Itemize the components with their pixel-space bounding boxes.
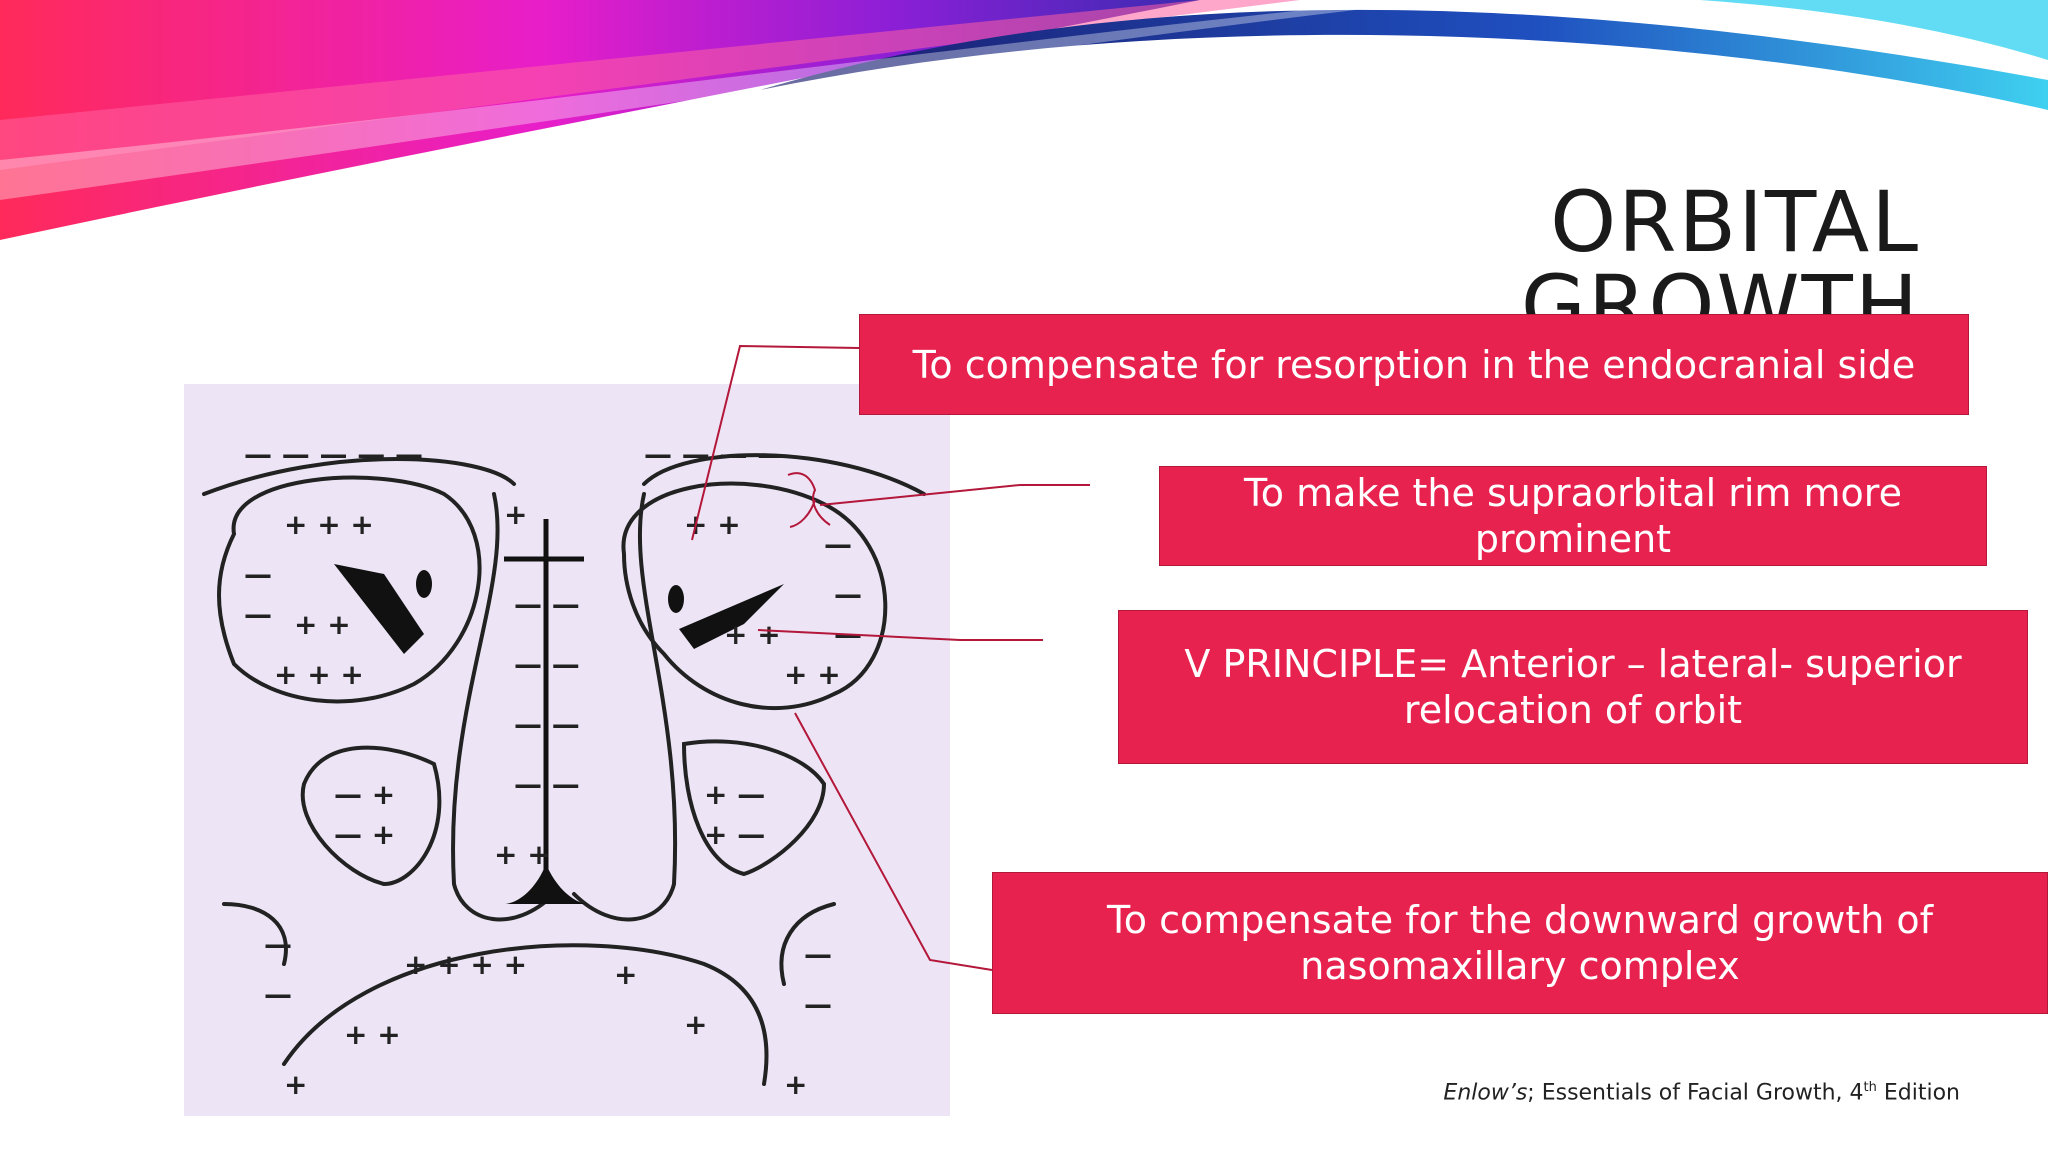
svg-text:+ +: + +	[784, 658, 841, 691]
svg-text:—: —	[804, 938, 832, 971]
orbital-growth-diagram: — — — — — — — — — + + + + + + + + — — + …	[184, 384, 950, 1116]
svg-text:+: +	[614, 958, 637, 991]
svg-text:+ —: + —	[704, 778, 765, 811]
callout-v-principle: V PRINCIPLE= Anterior – lateral- superio…	[1118, 610, 2028, 764]
svg-text:— —: — —	[514, 588, 580, 621]
svg-text:— —: — —	[514, 768, 580, 801]
svg-text:—: —	[804, 988, 832, 1021]
svg-text:+ +: + +	[684, 508, 741, 541]
svg-text:+ + + +: + + + +	[404, 948, 527, 981]
svg-text:+: +	[284, 1068, 307, 1101]
svg-text:—: —	[264, 928, 292, 961]
svg-text:+ +: + +	[294, 608, 351, 641]
svg-text:—: —	[834, 618, 862, 651]
svg-text:+: +	[684, 1008, 707, 1041]
svg-text:+ +: + +	[494, 838, 551, 871]
svg-text:+: +	[784, 1068, 807, 1101]
svg-text:—: —	[244, 598, 272, 631]
svg-text:+ + +: + + +	[274, 658, 364, 691]
callout-endocranial-resorption: To compensate for resorption in the endo…	[859, 314, 1969, 415]
svg-text:— — — —: — — — —	[644, 438, 785, 471]
svg-text:+ + +: + + +	[284, 508, 374, 541]
citation-italic: Enlow’s	[1443, 1080, 1528, 1106]
svg-text:+ —: + —	[704, 818, 765, 851]
svg-text:—: —	[244, 558, 272, 591]
citation-superscript: th	[1863, 1080, 1877, 1095]
callout-nasomaxillary-growth: To compensate for the downward growth of…	[992, 872, 2048, 1014]
callout-supraorbital-rim: To make the supraorbital rim more promin…	[1159, 466, 1987, 566]
citation: Enlow’s; Essentials of Facial Growth, 4t…	[1300, 1080, 1960, 1105]
svg-text:— —: — —	[514, 708, 580, 741]
svg-text:— +: — +	[334, 778, 395, 811]
citation-text: ; Essentials of Facial Growth, 4	[1527, 1080, 1864, 1106]
svg-text:+: +	[504, 498, 527, 531]
svg-text:— — — — —: — — — — —	[244, 438, 423, 471]
svg-text:— —: — —	[514, 648, 580, 681]
diagram-drawing: — — — — — — — — — + + + + + + + + — — + …	[202, 438, 926, 1101]
svg-text:—: —	[834, 578, 862, 611]
svg-text:—: —	[264, 978, 292, 1011]
citation-tail: Edition	[1876, 1080, 1960, 1106]
svg-text:+ +: + +	[724, 618, 781, 651]
svg-text:+ +: + +	[344, 1018, 401, 1051]
svg-text:—: —	[824, 528, 852, 561]
header-swoosh-decoration	[0, 0, 2048, 240]
svg-text:— +: — +	[334, 818, 395, 851]
